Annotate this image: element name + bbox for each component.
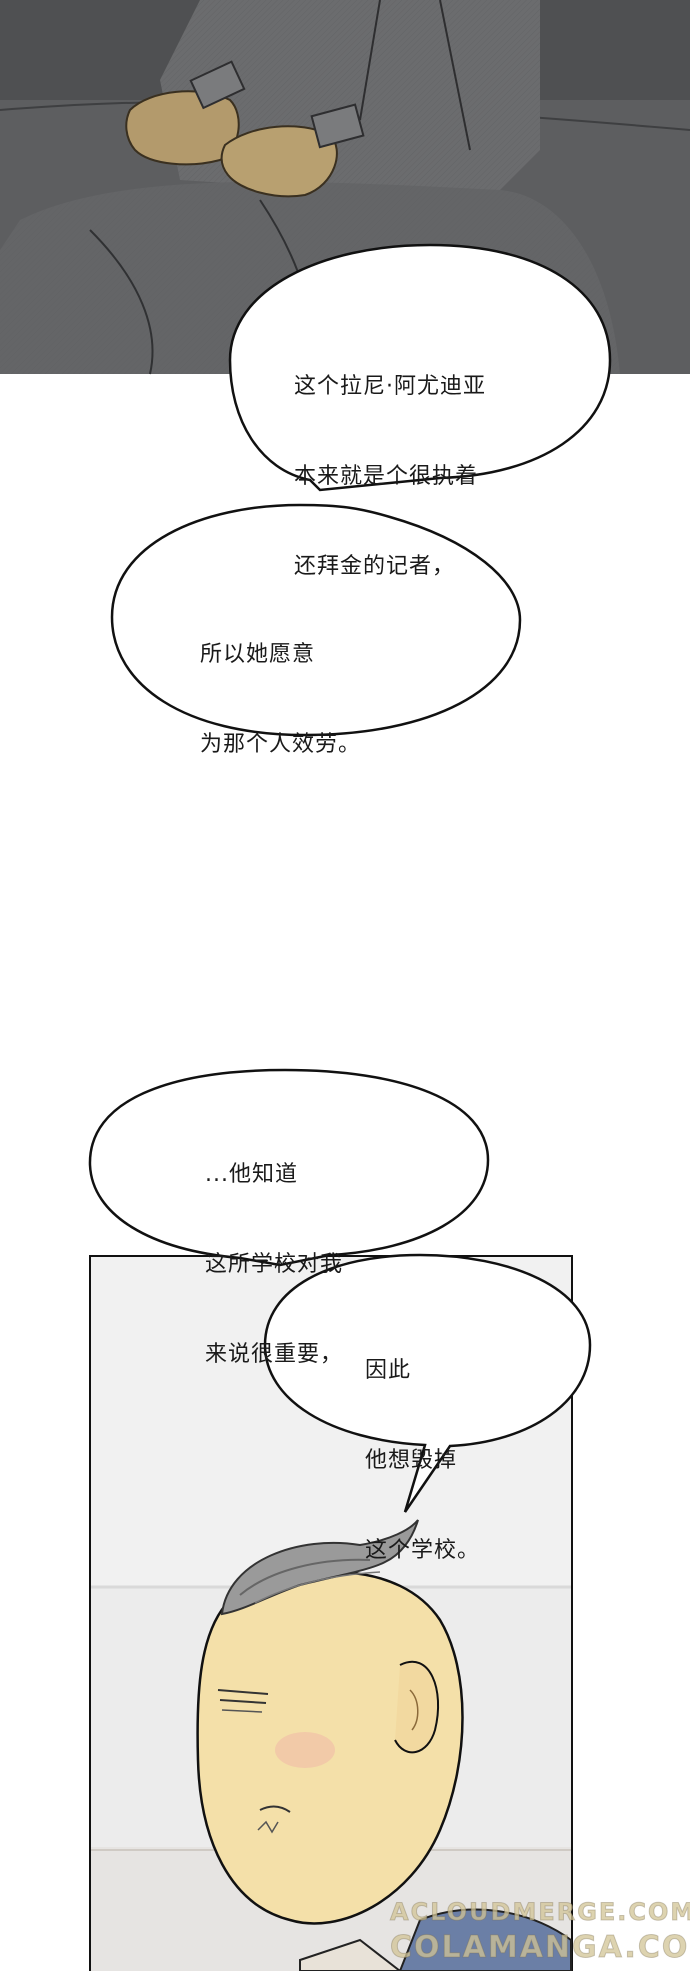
watermark-line-2: COLAMANGA.COM (389, 1930, 690, 1966)
ear (394, 1660, 440, 1754)
blush (275, 1732, 335, 1768)
left-hand (125, 90, 240, 166)
speech-line: 还拜金的记者， (294, 554, 456, 579)
speech-line: 这所学校对我 (205, 1252, 344, 1277)
speech-line: 这个学校。 (365, 1538, 481, 1563)
speech-line: 为那个人效劳。 (200, 732, 362, 757)
watermark-line-1: ACLOUDMERGE.COM (389, 1898, 690, 1927)
speech-text-3: ...他知道 这所学校对我 来说很重要， (205, 1100, 343, 1400)
right-hand (220, 125, 338, 198)
speech-line: 来说很重要， (205, 1342, 344, 1367)
closed-eye (217, 1689, 269, 1695)
speech-text-1: 这个拉尼·阿尤迪亚 本来就是个很执着 还拜金的记者， (294, 312, 486, 612)
speech-line: 因此 (365, 1358, 412, 1383)
speech-text-2: 所以她愿意 为那个人效劳。 (200, 580, 361, 790)
speech-line: 本来就是个很执着 (294, 464, 479, 489)
speech-line: 他想毁掉 (365, 1448, 458, 1473)
head (196, 1570, 464, 1925)
speech-line: 这个拉尼·阿尤迪亚 (294, 374, 486, 399)
speech-line: 所以她愿意 (200, 642, 316, 667)
speech-text-4: 因此 他想毁掉 这个学校。 (365, 1296, 480, 1596)
speech-line: ...他知道 (205, 1162, 298, 1187)
mouth (259, 1805, 291, 1813)
